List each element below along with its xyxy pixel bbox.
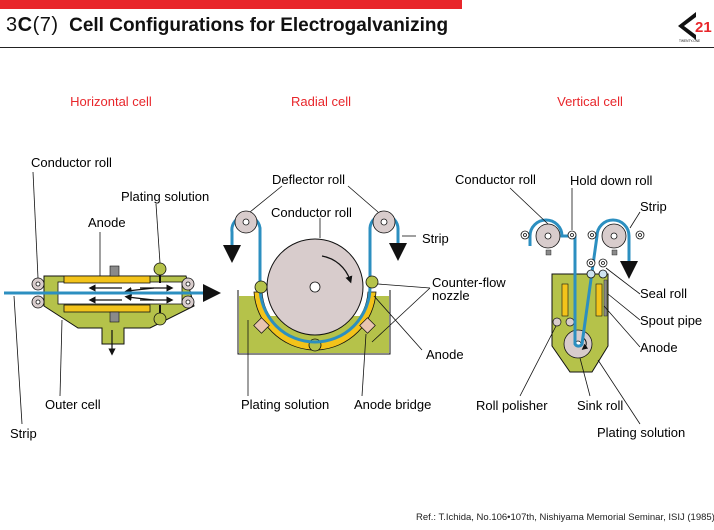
counter-flow-nozzle-left (254, 280, 268, 294)
page-title: 3C(7) Cell Configurations for Electrogal… (6, 14, 448, 37)
roll-polisher (552, 317, 575, 327)
label-plating-solution-h: Plating solution (121, 189, 209, 204)
label-strip-h: Strip (10, 426, 37, 441)
label-plating-solution-v: Plating solution (597, 425, 685, 440)
label-conductor-roll-r: Conductor roll (271, 205, 352, 220)
vertical-leaders (509, 187, 641, 425)
label-outer-cell: Outer cell (45, 397, 101, 412)
label-plating-solution-r: Plating solution (241, 397, 329, 412)
label-spout-pipe: Spout pipe (640, 313, 702, 328)
label-strip-r: Strip (422, 231, 449, 246)
horizontal-cell-heading: Horizontal cell (70, 94, 152, 109)
conductor-connector-right (611, 249, 618, 256)
header-accent-bar (0, 0, 462, 9)
label-seal-roll: Seal roll (640, 286, 687, 301)
label-anode-r: Anode (426, 347, 464, 362)
logo-number: 21 (695, 19, 712, 36)
radial-leaders (247, 185, 431, 397)
anode-connector-bottom (109, 311, 120, 323)
label-strip-v: Strip (640, 199, 667, 214)
radial-cell-heading: Radial cell (291, 94, 351, 109)
label-anode-bridge: Anode bridge (354, 397, 431, 412)
anode-connector-top (109, 265, 120, 277)
flow-arrows (88, 284, 174, 304)
label-roll-polisher: Roll polisher (476, 398, 548, 413)
logo-icon: 21 TWENTY-ONE (678, 12, 712, 43)
vertical-anode-right (595, 283, 603, 317)
label-counter-flow-2: nozzle (432, 288, 470, 303)
vertical-cell-heading: Vertical cell (557, 94, 623, 109)
radial-cell: Radial cell (223, 94, 506, 412)
label-anode-v: Anode (640, 340, 678, 355)
radial-tank (237, 290, 391, 355)
vertical-strip (528, 218, 631, 348)
reference-note: Ref.: T.Ichida, No.106•107th, Nishiyama … (416, 512, 714, 523)
header-divider (0, 47, 714, 48)
section-code: 3C(7) (6, 14, 59, 36)
horizontal-cell: Horizontal cell (4, 94, 221, 441)
seal-rolls (586, 258, 608, 279)
logo-subtext: TWENTY-ONE (679, 39, 700, 43)
label-sink-roll: Sink roll (577, 398, 623, 413)
vertical-anode-left (561, 283, 569, 317)
vertical-conductor-rolls (535, 223, 627, 249)
spout-pipe (603, 279, 608, 317)
label-counter-flow-1: Counter-flow (432, 275, 506, 290)
label-deflector-roll: Deflector roll (272, 172, 345, 187)
hold-down-rolls (520, 230, 645, 240)
solution-nozzle-bottom (153, 305, 167, 326)
label-conductor-roll-v: Conductor roll (455, 172, 536, 187)
vertical-cell: Vertical cell (455, 94, 702, 440)
anode-bridge-right (359, 317, 376, 334)
horizontal-leaders (13, 171, 161, 425)
label-conductor-roll-h: Conductor roll (31, 155, 112, 170)
anode-top (63, 275, 151, 284)
rotation-arrow (321, 255, 353, 284)
anode-bottom (63, 304, 151, 313)
label-anode-h: Anode (88, 215, 126, 230)
label-hold-down-roll: Hold down roll (570, 173, 652, 188)
conductor-rolls-left (31, 277, 45, 309)
counter-flow-nozzle-right (365, 275, 379, 289)
conductor-connector-left (545, 249, 552, 256)
anode-bridge-left (253, 317, 270, 334)
title-text: Cell Configurations for Electrogalvanizi… (69, 15, 449, 36)
deflector-rolls (234, 210, 396, 234)
conductor-rolls-right (181, 277, 195, 309)
